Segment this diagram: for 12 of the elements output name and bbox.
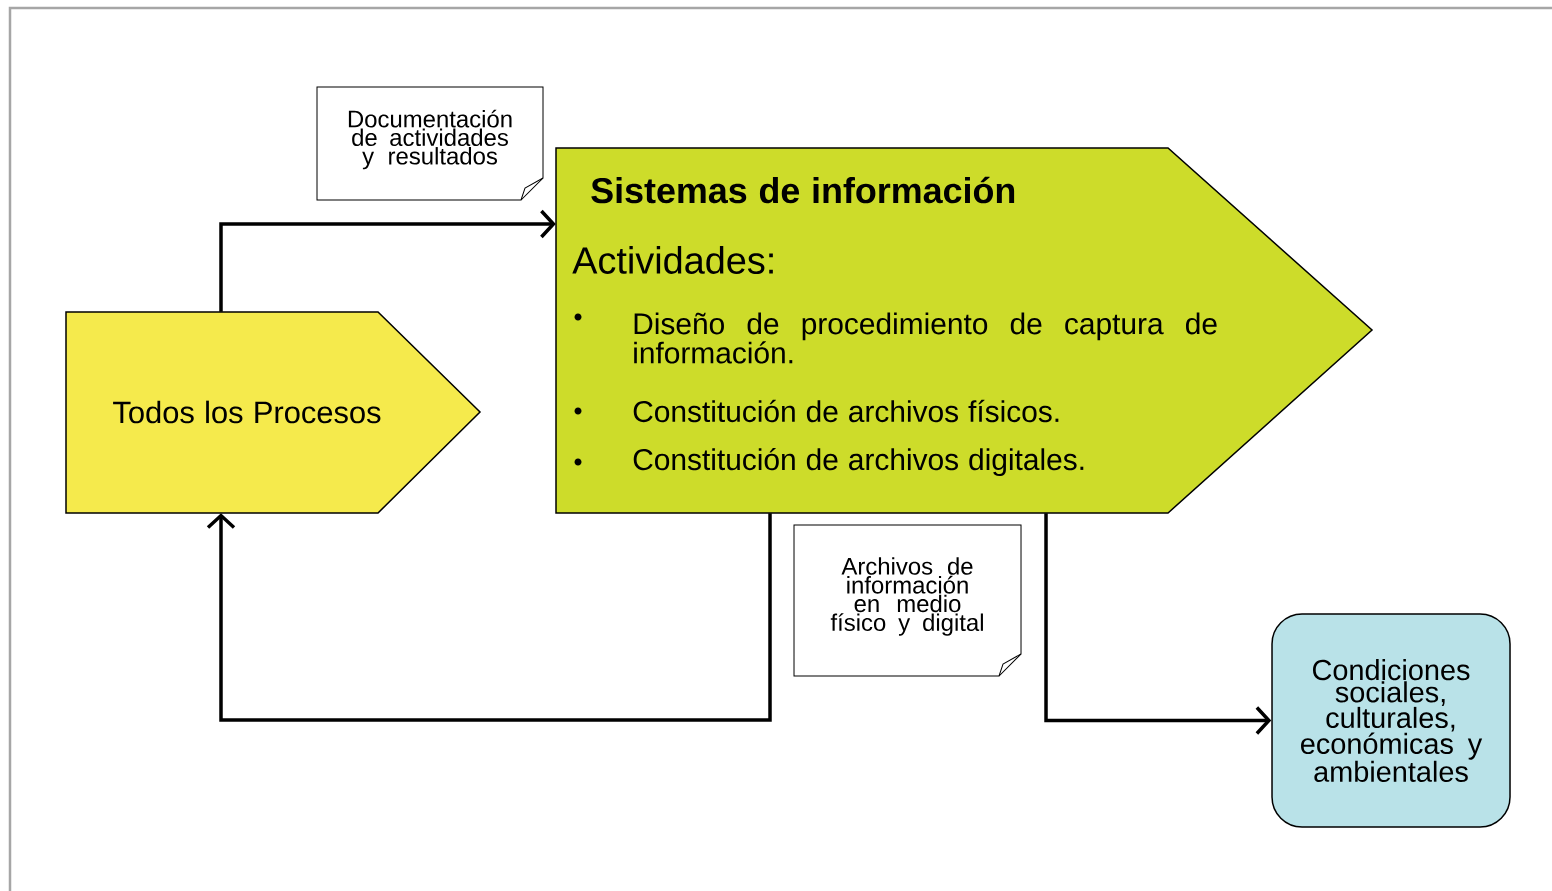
connector-arrow <box>206 513 772 722</box>
note-box: Archivos de información en medio físico y digital <box>793 524 1022 677</box>
connector-arrow <box>219 209 556 312</box>
note-box: Documentación de actividades y resultados <box>316 86 544 201</box>
subheading: Actividades: <box>572 246 773 274</box>
list-item: Constitución de archivos digitales. <box>633 447 1084 477</box>
list-item: Diseño de procedimiento de captura de información. <box>634 312 1217 364</box>
connector-arrow <box>1044 513 1272 735</box>
node-label: Todos los Procesos <box>113 400 381 424</box>
list-item: Constitución de archivos físicos. <box>633 399 1059 423</box>
rounded-box: Condiciones sociales, culturales, económicas y ambientales <box>1271 613 1511 828</box>
heading: Sistemas de información <box>591 176 1015 204</box>
